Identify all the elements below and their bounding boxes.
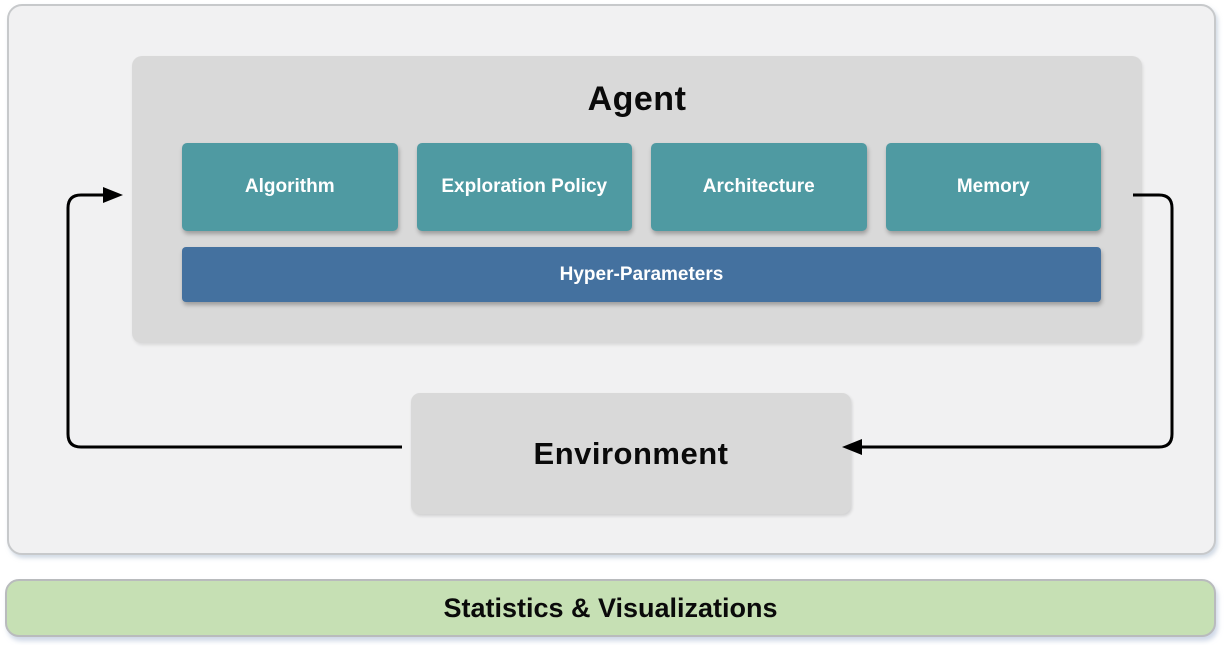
interaction-loop-panel: Agent Algorithm Exploration Policy Archi… xyxy=(7,4,1216,555)
component-exploration-policy: Exploration Policy xyxy=(416,143,632,231)
agent-title: Agent xyxy=(587,80,687,118)
hyper-parameters-box: Hyper-Parameters xyxy=(182,247,1101,302)
component-algorithm: Algorithm xyxy=(182,143,398,231)
component-memory: Memory xyxy=(885,143,1101,231)
environment-box: Environment xyxy=(411,393,851,514)
component-architecture: Architecture xyxy=(651,143,867,231)
agent-components-row: Algorithm Exploration Policy Architectur… xyxy=(182,143,1101,231)
statistics-visualizations-bar: Statistics & Visualizations xyxy=(5,579,1216,637)
agent-box: Agent Algorithm Exploration Policy Archi… xyxy=(132,56,1142,343)
